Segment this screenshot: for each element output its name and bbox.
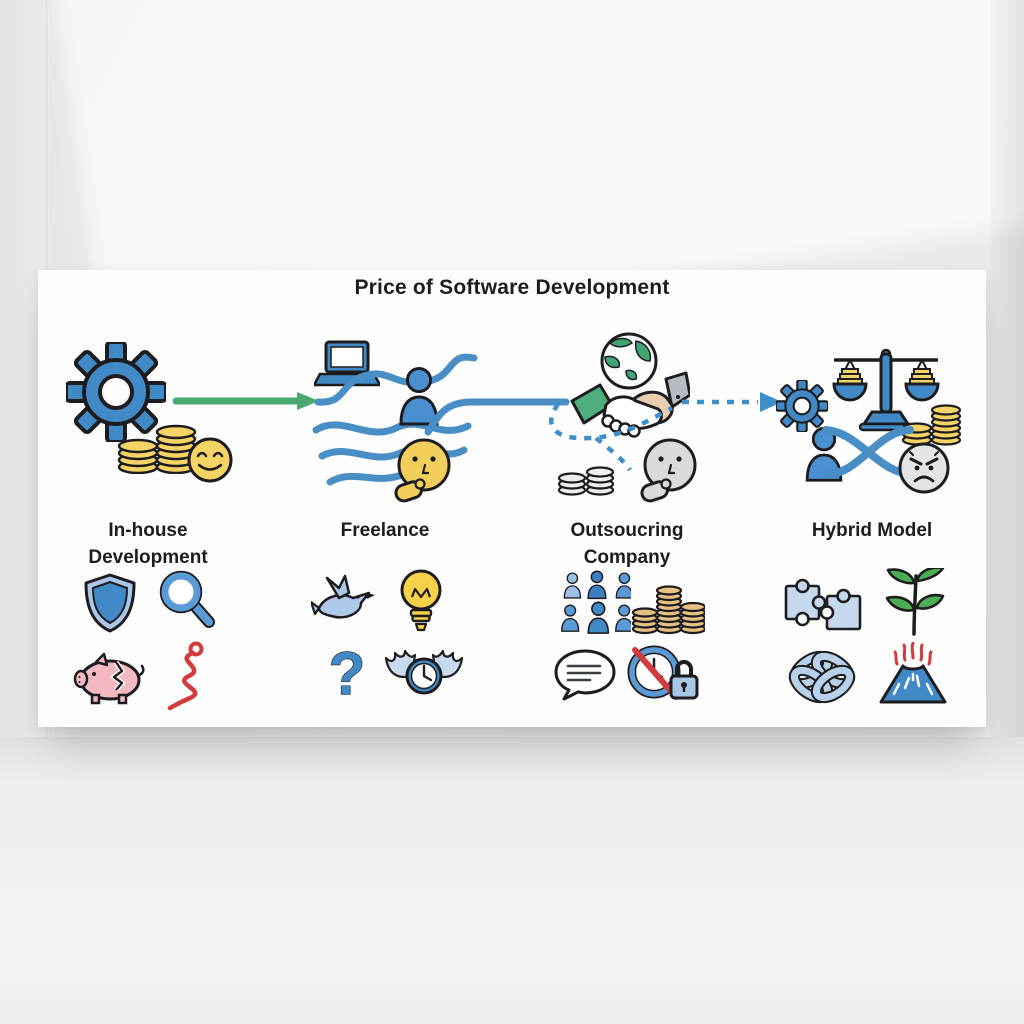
winged-clock-icon: [384, 649, 464, 695]
column-label-freelance: Freelance: [340, 520, 430, 541]
svg-text:?: ?: [329, 642, 365, 707]
column-label-in-house: In-house Development: [88, 520, 208, 568]
magnifier-icon: [159, 570, 215, 628]
coin-stacks-icon: [631, 585, 705, 635]
question-mark-icon: ?: [329, 642, 365, 708]
globe-icon: [600, 332, 658, 390]
floor: [0, 737, 1024, 1024]
growth-plant-icon: [885, 568, 945, 636]
broken-piggy-bank-icon: [73, 652, 145, 705]
tangled-line-icon: [167, 641, 204, 711]
speech-bubble-icon: [554, 649, 616, 701]
no-deadline-lock-icon: [627, 645, 699, 700]
happy-face-icon: [187, 437, 233, 483]
puzzle-pieces-icon: [784, 578, 862, 631]
solid-line-connector: [424, 398, 570, 436]
infographic-card: Price of Software Development: [38, 270, 986, 727]
dashed-arrow-connector: [549, 392, 782, 472]
team-icon: [553, 570, 631, 636]
volcano-icon: [879, 642, 947, 704]
right-wall-corner: [990, 0, 1024, 765]
green-arrow: [173, 392, 319, 410]
angry-face-icon: [898, 442, 950, 494]
coin-stacks-icon: [557, 466, 615, 496]
handshake-icon: [570, 371, 690, 438]
thinking-face-icon: [390, 436, 456, 504]
page-title: Price of Software Development: [354, 276, 670, 299]
coin-stacks-icon: [117, 424, 197, 474]
lightbulb-icon: [400, 569, 442, 632]
knot-icon: [788, 650, 856, 704]
column-label-hybrid: Hybrid Model: [811, 520, 933, 541]
bird-icon: [311, 574, 375, 619]
shield-icon: [84, 573, 136, 633]
column-label-outsourcing: Outsoucring Company: [570, 520, 684, 568]
